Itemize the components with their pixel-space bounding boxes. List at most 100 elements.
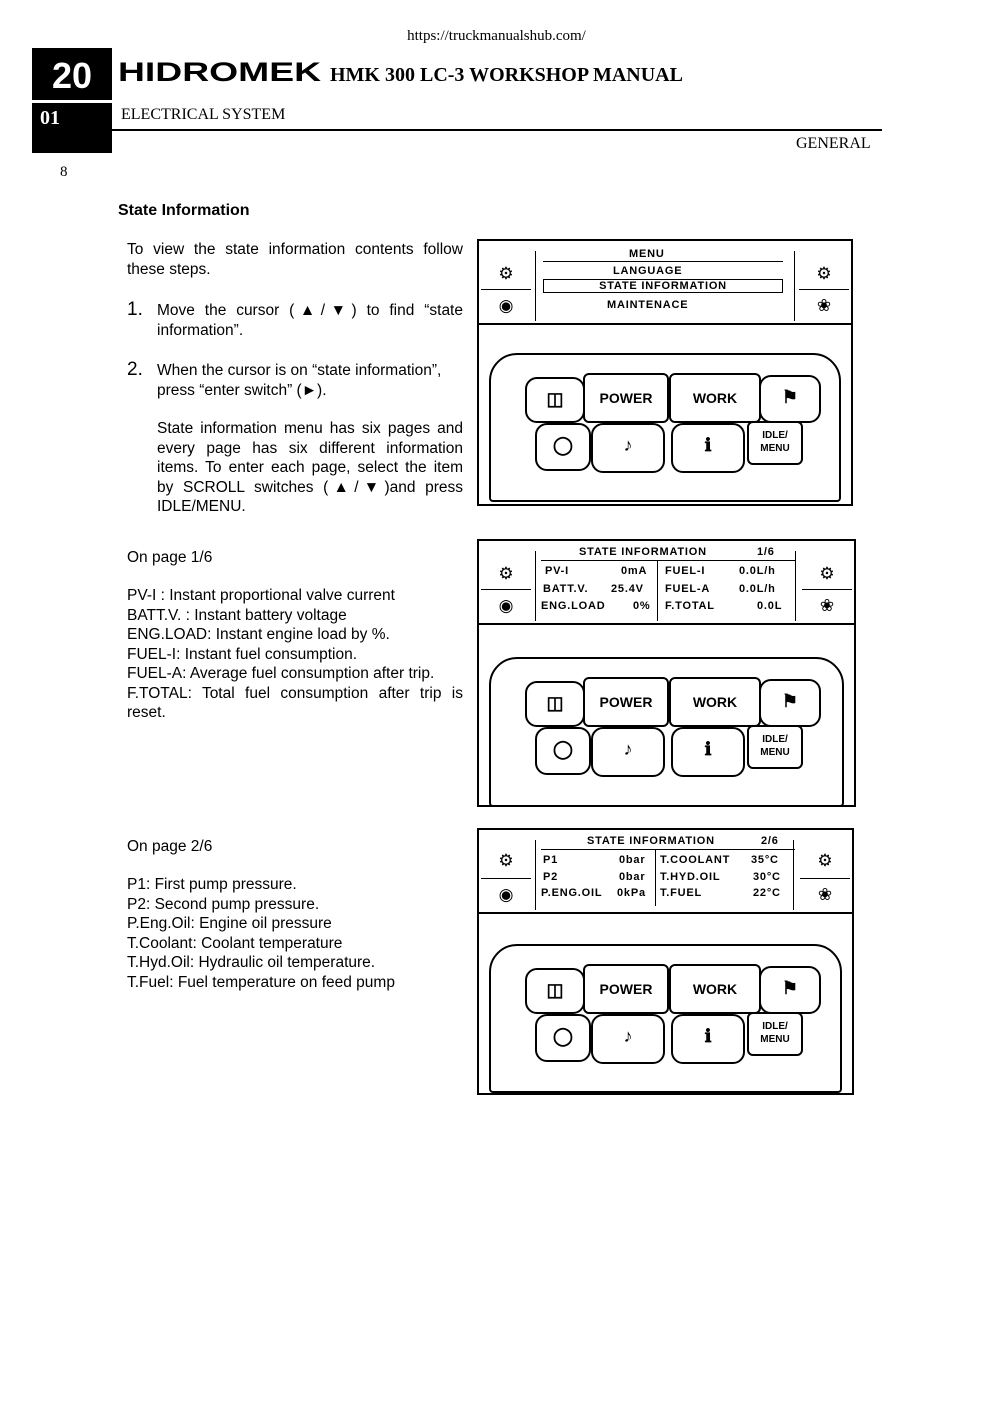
speed-icon[interactable]: ⚑ xyxy=(759,679,821,727)
camera-icon[interactable]: ◫ xyxy=(525,377,585,423)
f-total-label: F.TOTAL xyxy=(665,600,715,612)
valve-icon: ⚙ xyxy=(498,851,514,870)
menu-item-maintenance: MAINTENACE xyxy=(607,299,689,311)
engine-icon: ⚙ xyxy=(816,264,832,283)
fuel-a-label: FUEL-A xyxy=(665,583,711,595)
fuel-i-label: FUEL-I xyxy=(665,565,706,577)
batt-v-value: 25.4V xyxy=(611,583,644,595)
idle-menu-button[interactable]: IDLE/MENU xyxy=(747,1012,803,1056)
work-button[interactable]: WORK xyxy=(669,373,761,423)
lcd-screen: ⚙ ◉ ⚙ ❀ MENU LANGUAGE STATE INFORMATION … xyxy=(479,241,851,325)
list-item: T.Coolant: Coolant temperature xyxy=(127,934,343,952)
p1-value: 0bar xyxy=(619,854,646,866)
source-url: https://truckmanualshub.com/ xyxy=(407,28,586,44)
list-item: FUEL-A: Average fuel consumption after t… xyxy=(127,665,435,682)
wiper-icon[interactable]: ◯ xyxy=(535,727,591,775)
p-eng-oil-value: 0kPa xyxy=(617,887,646,899)
subchapter-number: 01 xyxy=(32,103,112,153)
mute-button[interactable]: ♪ xyxy=(591,1014,665,1064)
page-1-title: On page 1/6 xyxy=(127,549,213,566)
work-button[interactable]: WORK xyxy=(669,677,761,727)
screen-title: STATE INFORMATION xyxy=(587,835,715,847)
t-hyd-oil-value: 30°C xyxy=(753,871,781,883)
keypad: ◫ POWER WORK ⚑ ◯ ♪ ℹ IDLE/MENU xyxy=(489,944,842,1093)
list-item: T.Hyd.Oil: Hydraulic oil temperature. xyxy=(127,954,376,971)
t-hyd-oil-label: T.HYD.OIL xyxy=(660,871,721,883)
mute-button[interactable]: ♪ xyxy=(591,727,665,777)
hidromek-logo: HIDROMEK xyxy=(118,60,322,84)
menu-item-language: LANGUAGE xyxy=(613,265,683,277)
eng-load-value: 0% xyxy=(633,600,651,612)
svg-text:HIDROMEK: HIDROMEK xyxy=(118,60,322,84)
lcd-screen: ⚙ ◉ ⚙ ❀ STATE INFORMATION 2/6 P1 0bar P2… xyxy=(479,830,852,914)
screen-page: 2/6 xyxy=(761,835,779,847)
p2-label: P2 xyxy=(543,871,559,883)
idle-menu-button[interactable]: IDLE/MENU xyxy=(747,725,803,769)
fan-icon: ❀ xyxy=(819,596,835,615)
page-number: 8 xyxy=(60,164,68,180)
screen-title: STATE INFORMATION xyxy=(579,546,707,558)
power-icon: ◉ xyxy=(498,296,514,315)
engine-icon: ⚙ xyxy=(819,564,835,583)
step-2-note: State information menu has six pages and… xyxy=(157,420,463,515)
speed-icon[interactable]: ⚑ xyxy=(759,966,821,1014)
batt-v-label: BATT.V. xyxy=(543,583,589,595)
step-2-number: 2. xyxy=(127,359,143,380)
list-item: P2: Second pump pressure. xyxy=(127,895,320,913)
speed-icon[interactable]: ⚑ xyxy=(759,375,821,423)
step-1-number: 1. xyxy=(127,299,143,320)
list-item: P.Eng.Oil: Engine oil pressure xyxy=(127,915,332,932)
screen-page: 1/6 xyxy=(757,546,775,558)
keypad: ◫ POWER WORK ⚑ ◯ ♪ ℹ IDLE/MENU xyxy=(489,657,844,807)
section-heading: State Information xyxy=(118,202,250,219)
fan-icon: ❀ xyxy=(817,885,833,904)
chapter-block: 20 01 xyxy=(32,48,112,158)
fuel-a-value: 0.0L/h xyxy=(739,583,776,595)
list-item: F.TOTAL: Total fuel consumption after tr… xyxy=(127,684,463,722)
work-button[interactable]: WORK xyxy=(669,964,761,1014)
list-item: ENG.LOAD: Instant engine load by %. xyxy=(127,626,390,643)
info-button[interactable]: ℹ xyxy=(671,1014,745,1064)
power-button[interactable]: POWER xyxy=(583,677,669,727)
valve-icon: ⚙ xyxy=(498,564,514,583)
p-eng-oil-label: P.ENG.OIL xyxy=(541,887,603,899)
page-2-list: P1: First pump pressure. P2: Second pump… xyxy=(127,875,463,992)
camera-icon[interactable]: ◫ xyxy=(525,968,585,1014)
fuel-i-value: 0.0L/h xyxy=(739,565,776,577)
section-title: ELECTRICAL SYSTEM xyxy=(121,106,286,123)
menu-title: MENU xyxy=(629,248,665,260)
idle-menu-button[interactable]: IDLE/MENU xyxy=(747,421,803,465)
valve-icon: ⚙ xyxy=(498,264,514,283)
pv-i-label: PV-I xyxy=(545,565,569,577)
state-info-page-2-panel: ⚙ ◉ ⚙ ❀ STATE INFORMATION 2/6 P1 0bar P2… xyxy=(477,828,854,1095)
step-2-text: When the cursor is on “state information… xyxy=(157,362,442,399)
info-button[interactable]: ℹ xyxy=(671,727,745,777)
power-button[interactable]: POWER xyxy=(583,964,669,1014)
t-coolant-label: T.COOLANT xyxy=(660,854,731,866)
list-item: T.Fuel: Fuel temperature on feed pump xyxy=(127,973,395,991)
intro-paragraph: To view the state information contents f… xyxy=(127,241,463,278)
page-1-list: PV-I : Instant proportional valve curren… xyxy=(127,586,463,723)
page-2-title: On page 2/6 xyxy=(127,838,213,855)
info-button[interactable]: ℹ xyxy=(671,423,745,473)
eng-load-label: ENG.LOAD xyxy=(541,600,606,612)
t-coolant-value: 35°C xyxy=(751,854,779,866)
p1-label: P1 xyxy=(543,854,559,866)
t-fuel-value: 22°C xyxy=(753,887,781,899)
power-button[interactable]: POWER xyxy=(583,373,669,423)
pv-i-value: 0mA xyxy=(621,565,648,577)
f-total-value: 0.0L xyxy=(757,600,783,612)
lcd-screen: ⚙ ◉ ⚙ ❀ STATE INFORMATION 1/6 PV-I 0mA B… xyxy=(479,541,854,625)
list-item: P1: First pump pressure. xyxy=(127,876,297,893)
camera-icon[interactable]: ◫ xyxy=(525,681,585,727)
wiper-icon[interactable]: ◯ xyxy=(535,1014,591,1062)
list-item: BATT.V. : Instant battery voltage xyxy=(127,606,347,624)
mute-button[interactable]: ♪ xyxy=(591,423,665,473)
manual-title: HMK 300 LC-3 WORKSHOP MANUAL xyxy=(330,64,683,86)
power-icon: ◉ xyxy=(498,596,514,615)
state-info-page-1-panel: ⚙ ◉ ⚙ ❀ STATE INFORMATION 1/6 PV-I 0mA B… xyxy=(477,539,856,807)
wiper-icon[interactable]: ◯ xyxy=(535,423,591,471)
p2-value: 0bar xyxy=(619,871,646,883)
keypad: ◫ POWER WORK ⚑ ◯ ♪ ℹ IDLE/MENU xyxy=(489,353,841,502)
list-item: PV-I : Instant proportional valve curren… xyxy=(127,587,395,604)
